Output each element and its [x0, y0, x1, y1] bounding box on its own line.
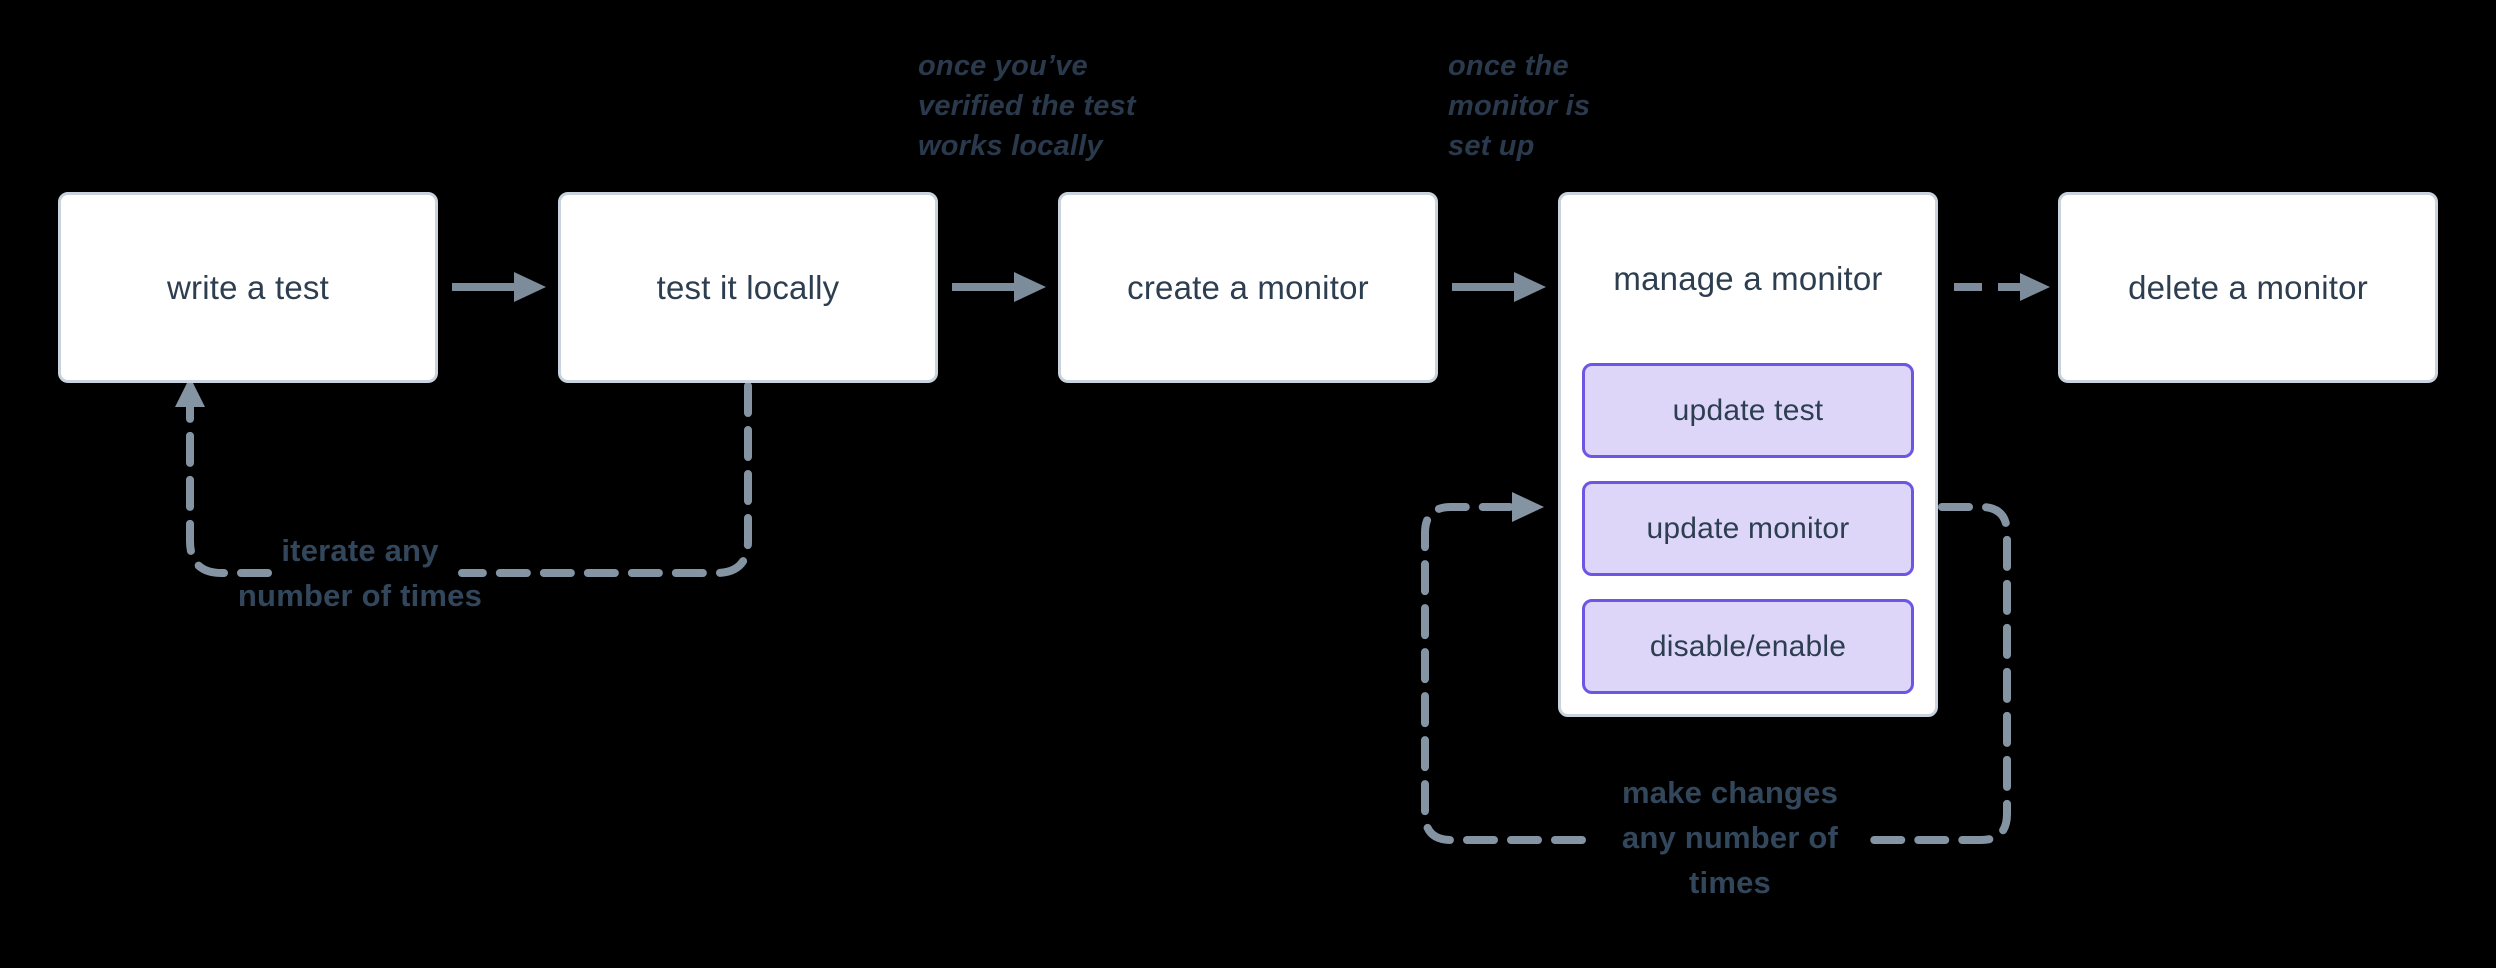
action-update-test-label: update test: [1672, 393, 1824, 427]
loop-label-iterate: iterate any number of times: [237, 533, 483, 613]
annotation-monitor-set-up: once the monitor is set up: [1448, 50, 1591, 162]
action-disable-enable-label: disable/enable: [1649, 629, 1847, 663]
arrowhead-write-to-testlocally: [514, 272, 546, 302]
dashed-arrowhead: [2020, 273, 2050, 301]
make-changes-loop-arrowhead: [1512, 492, 1544, 522]
iterate-loop-path: [186, 382, 752, 577]
node-test-it-locally: test it locally: [558, 192, 938, 383]
loop-label-make-changes: make changes any number of times: [1621, 775, 1839, 900]
node-create-a-monitor: create a monitor: [1058, 192, 1438, 383]
node-write-a-test: write a test: [58, 192, 438, 383]
node-create-a-monitor-label: create a monitor: [1127, 268, 1369, 306]
node-write-a-test-label: write a test: [167, 268, 329, 306]
node-manage-a-monitor-label: manage a monitor: [1613, 260, 1883, 297]
make-changes-loop: [1421, 492, 2011, 844]
arrowhead-testlocally-to-create: [1014, 272, 1046, 302]
make-changes-loop-path: [1421, 503, 2011, 844]
iterate-loop-arrowhead: [175, 377, 205, 407]
node-test-it-locally-label: test it locally: [656, 268, 840, 306]
action-update-monitor-label: update monitor: [1646, 511, 1850, 545]
action-disable-enable: disable/enable: [1582, 599, 1914, 694]
solid-arrows: [452, 272, 1546, 302]
annotation-verified-test: once you’ve verified the test works loca…: [918, 50, 1136, 162]
node-delete-a-monitor-label: delete a monitor: [2128, 268, 2368, 306]
action-update-monitor: update monitor: [1582, 481, 1914, 576]
iterate-loop: [175, 377, 752, 577]
arrowhead-create-to-manage: [1514, 272, 1546, 302]
dashed-arrow-manage-to-delete: [1954, 273, 2050, 301]
node-manage-a-monitor: manage a monitor update test update moni…: [1558, 192, 1938, 717]
action-update-test: update test: [1582, 363, 1914, 458]
node-delete-a-monitor: delete a monitor: [2058, 192, 2438, 383]
